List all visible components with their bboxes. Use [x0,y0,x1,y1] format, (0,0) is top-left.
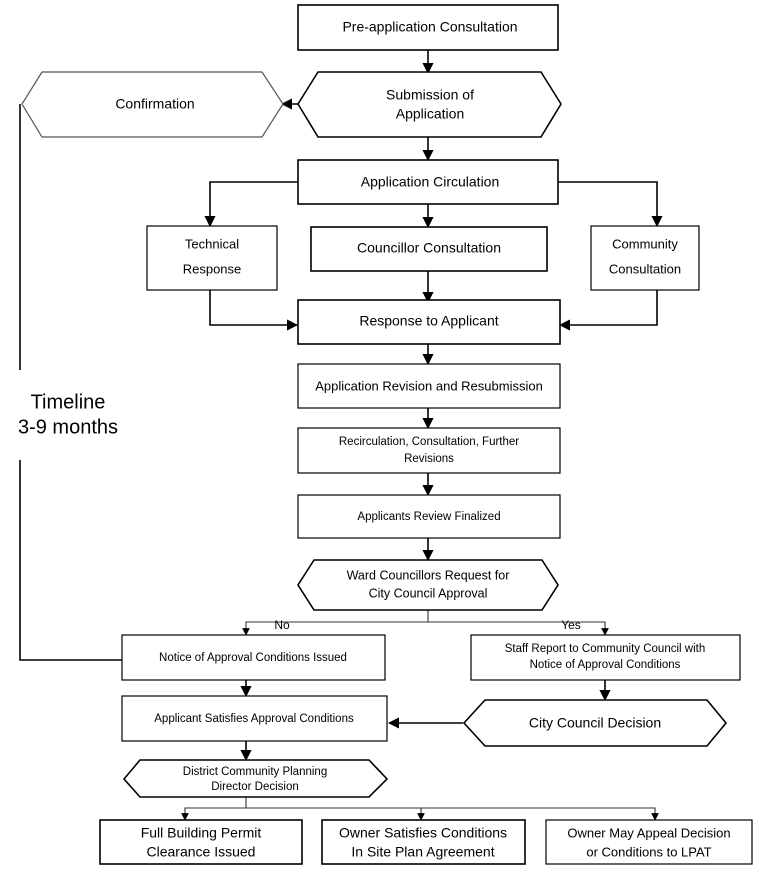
arrow-ward-yes-to-staff [428,621,609,636]
node-full-building-permit: Full Building Permit Clearance Issued [99,819,303,865]
connectors [19,50,663,821]
svg-text:Community: Community [612,236,678,251]
svg-text:Submission of: Submission of [386,87,474,103]
svg-text:Staff Report to Community Coun: Staff Report to Community Council with [505,643,705,655]
svg-text:Technical: Technical [185,236,239,251]
svg-text:Application: Application [396,106,465,122]
arrow-ward-no-to-notice [242,610,429,636]
node-director-decision: District Community Planning Director Dec… [122,759,389,798]
node-response-to-applicant: Response to Applicant [297,299,561,345]
svg-text:Recirculation, Consultation, F: Recirculation, Consultation, Further [339,436,519,448]
arrow-community-to-response [558,290,658,331]
arrow-circulation-to-community [558,181,663,228]
svg-text:City Council Approval: City Council Approval [369,586,488,600]
node-submission: Submission of Application [297,71,562,138]
svg-text:Application Circulation: Application Circulation [361,174,500,190]
svg-text:Pre-application Consultation: Pre-application Consultation [342,19,517,35]
svg-text:Owner May Appeal Decision: Owner May Appeal Decision [567,825,730,840]
label-no: No [274,618,290,632]
arrow-director-to-appeal [421,807,659,821]
node-community-consultation: Community Consultation [590,225,700,291]
svg-text:Notice of Approval Conditions: Notice of Approval Conditions Issued [159,652,347,664]
node-applicant-satisfies: Applicant Satisfies Approval Conditions [121,695,388,742]
label-yes: Yes [561,618,581,632]
svg-text:Confirmation: Confirmation [115,96,194,112]
node-ward-councillors-request: Ward Councillors Request for City Counci… [297,559,559,611]
node-councillor-consultation: Councillor Consultation [310,226,548,272]
svg-text:Revisions: Revisions [404,453,454,465]
node-technical-response: Technical Response [146,225,278,291]
arrow-director-to-permit [181,797,247,821]
node-notice-of-approval: Notice of Approval Conditions Issued [121,634,386,681]
svg-text:Consultation: Consultation [609,261,681,276]
node-application-revision: Application Revision and Resubmission [297,363,561,409]
arrow-director-to-owner-site [246,807,425,821]
svg-text:Ward Councillors Request for: Ward Councillors Request for [347,568,510,582]
svg-text:Clearance Issued: Clearance Issued [147,844,256,860]
svg-text:Application Revision and Resub: Application Revision and Resubmission [315,378,543,393]
svg-text:Response to Applicant: Response to Applicant [359,313,498,329]
svg-text:Notice of Approval Conditions: Notice of Approval Conditions [530,659,681,671]
arrow-technical-to-response [209,290,299,331]
node-pre-application: Pre-application Consultation [297,4,559,51]
svg-text:or Conditions to LPAT: or Conditions to LPAT [586,844,711,859]
node-confirmation: Confirmation [21,71,284,138]
node-owner-appeal: Owner May Appeal Decision or Conditions … [545,819,753,865]
svg-text:Director Decision: Director Decision [211,781,299,793]
svg-text:Applicants Review Finalized: Applicants Review Finalized [357,511,500,523]
svg-text:3-9 months: 3-9 months [18,416,118,438]
svg-text:Response: Response [183,261,242,276]
svg-text:District Community Planning: District Community Planning [183,766,327,778]
node-application-circulation: Application Circulation [297,159,559,205]
node-review-finalized: Applicants Review Finalized [297,494,561,539]
svg-text:In Site Plan Agreement: In Site Plan Agreement [351,844,494,860]
svg-text:Councillor Consultation: Councillor Consultation [357,240,501,256]
node-recirculation: Recirculation, Consultation, Further Rev… [297,427,561,474]
timeline-label: Timeline 3-9 months [18,391,118,438]
node-owner-site-plan: Owner Satisfies Conditions In Site Plan … [321,819,526,865]
arrow-circulation-to-technical [204,181,298,228]
timeline-bracket-lower [19,460,122,661]
svg-text:Timeline: Timeline [31,391,106,413]
svg-text:City Council Decision: City Council Decision [529,715,661,731]
node-staff-report: Staff Report to Community Council with N… [470,634,741,681]
node-city-council-decision: City Council Decision [462,699,728,747]
svg-text:Full Building Permit: Full Building Permit [141,825,262,841]
svg-text:Applicant Satisfies Approval C: Applicant Satisfies Approval Conditions [154,713,354,725]
svg-text:Owner Satisfies Conditions: Owner Satisfies Conditions [339,825,507,841]
